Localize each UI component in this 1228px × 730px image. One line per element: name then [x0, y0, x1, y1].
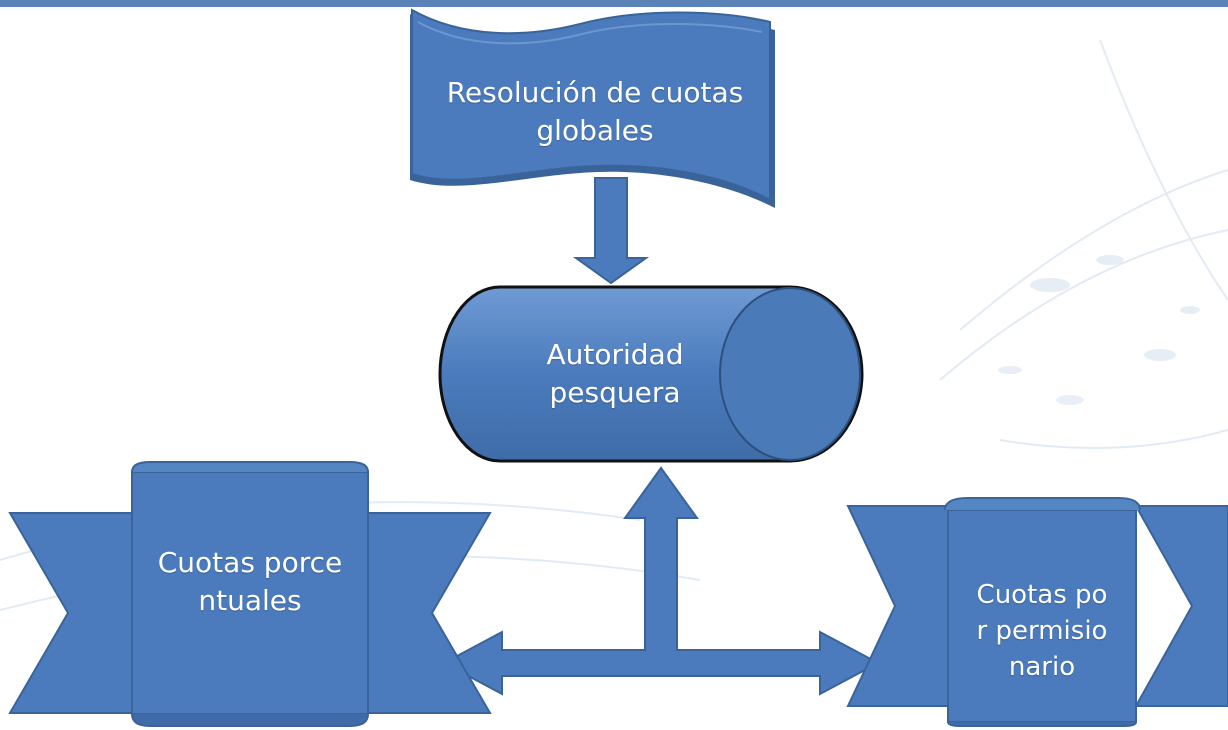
document-shape-resolucion — [410, 8, 775, 208]
node-label-permisionario: Cuotas po r permisio nario — [976, 580, 1108, 682]
node-label-resolucion: Resolución de cuotas globales — [446, 76, 744, 147]
node-label-autoridad: Autoridad pesquera — [546, 338, 684, 409]
ribbon-shape-porcentuales — [8, 461, 492, 727]
scroll-shape-permisionario — [846, 497, 1228, 727]
node-label-porcentuales: Cuotas porce ntuales — [157, 546, 343, 617]
cylinder-shape-autoridad — [438, 285, 864, 463]
tri-arrow-connector — [441, 466, 881, 696]
down-arrow — [572, 177, 650, 285]
top-accent-bar — [0, 0, 1228, 7]
